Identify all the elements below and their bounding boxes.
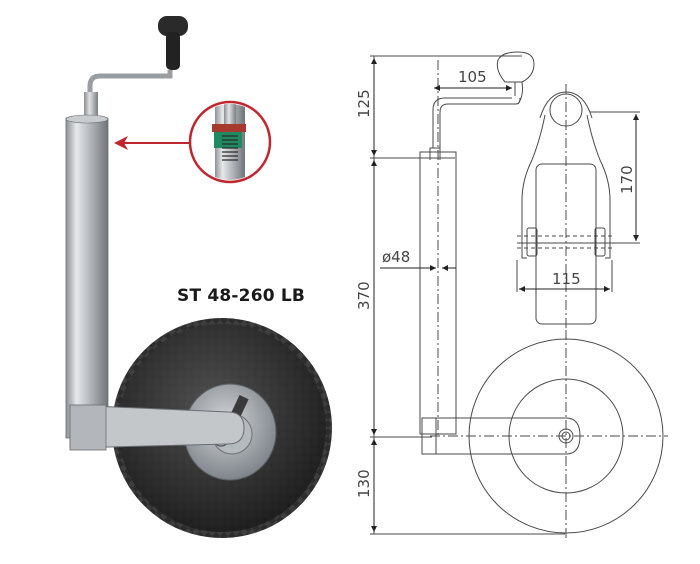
crank-knob bbox=[158, 16, 188, 70]
fork-arm bbox=[69, 404, 245, 449]
detail-inset bbox=[188, 100, 272, 184]
dim-tube-diameter: ø48 bbox=[382, 248, 410, 266]
dim-crank-offset: 105 bbox=[458, 68, 487, 86]
dim-crank-height: 125 bbox=[355, 89, 373, 118]
dim-tube-length: 370 bbox=[355, 281, 373, 310]
crank-handle bbox=[87, 70, 173, 120]
dim-fork-width: 115 bbox=[552, 270, 581, 288]
model-label: ST 48-260 LB bbox=[177, 286, 306, 306]
main-tube bbox=[65, 117, 109, 439]
dim-fork-height: 170 bbox=[618, 165, 636, 194]
dim-wheel-axis-height: 130 bbox=[355, 469, 373, 498]
spindle bbox=[84, 92, 98, 120]
product-photo: ST 48-260 LB bbox=[0, 0, 350, 560]
technical-drawing: 125 370 130 105 ø48 170 115 bbox=[340, 0, 700, 560]
detail-arrow bbox=[114, 136, 190, 150]
